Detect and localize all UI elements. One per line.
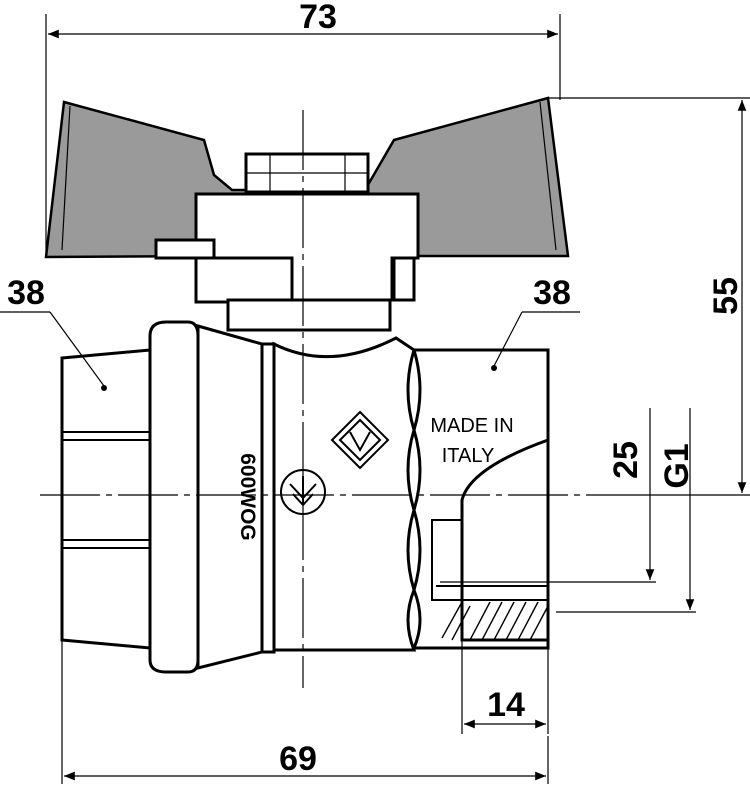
dimension-height: 55 [548,97,750,496]
thread-depth-value: 14 [487,686,525,724]
handle-hub [154,192,420,304]
leader-right-hex: 38 [491,274,580,371]
valve-neck [226,298,392,332]
origin-marking-line2: ITALY [442,445,495,467]
pressure-rating-marking: 600WOG [236,453,259,541]
dimension-thread: G1 [556,408,696,613]
left-hex-value: 38 [7,274,45,312]
body-length-value: 69 [279,740,317,778]
left-hex-end [60,348,152,650]
dimension-thread-depth: 14 [461,500,549,734]
thread-size-value: G1 [658,443,696,488]
stem-nut [244,152,370,194]
brand-diamond-logo [330,410,390,470]
centre-lines [40,110,600,688]
right-threaded-end [411,348,550,650]
thread-hatching [441,601,549,641]
height-value: 55 [707,277,745,315]
right-hex-value: 38 [533,274,571,312]
left-body-cap [148,320,276,674]
leader-left-hex: 38 [0,274,107,391]
overall-width-value: 73 [299,0,337,36]
dimension-overall-width: 73 [45,0,561,252]
origin-marking-line1: MADE IN [430,415,513,437]
dimension-body-length: 69 [61,640,549,784]
central-body [272,336,417,652]
dimension-bore: 25 [440,408,656,583]
bore-value: 25 [607,441,645,479]
